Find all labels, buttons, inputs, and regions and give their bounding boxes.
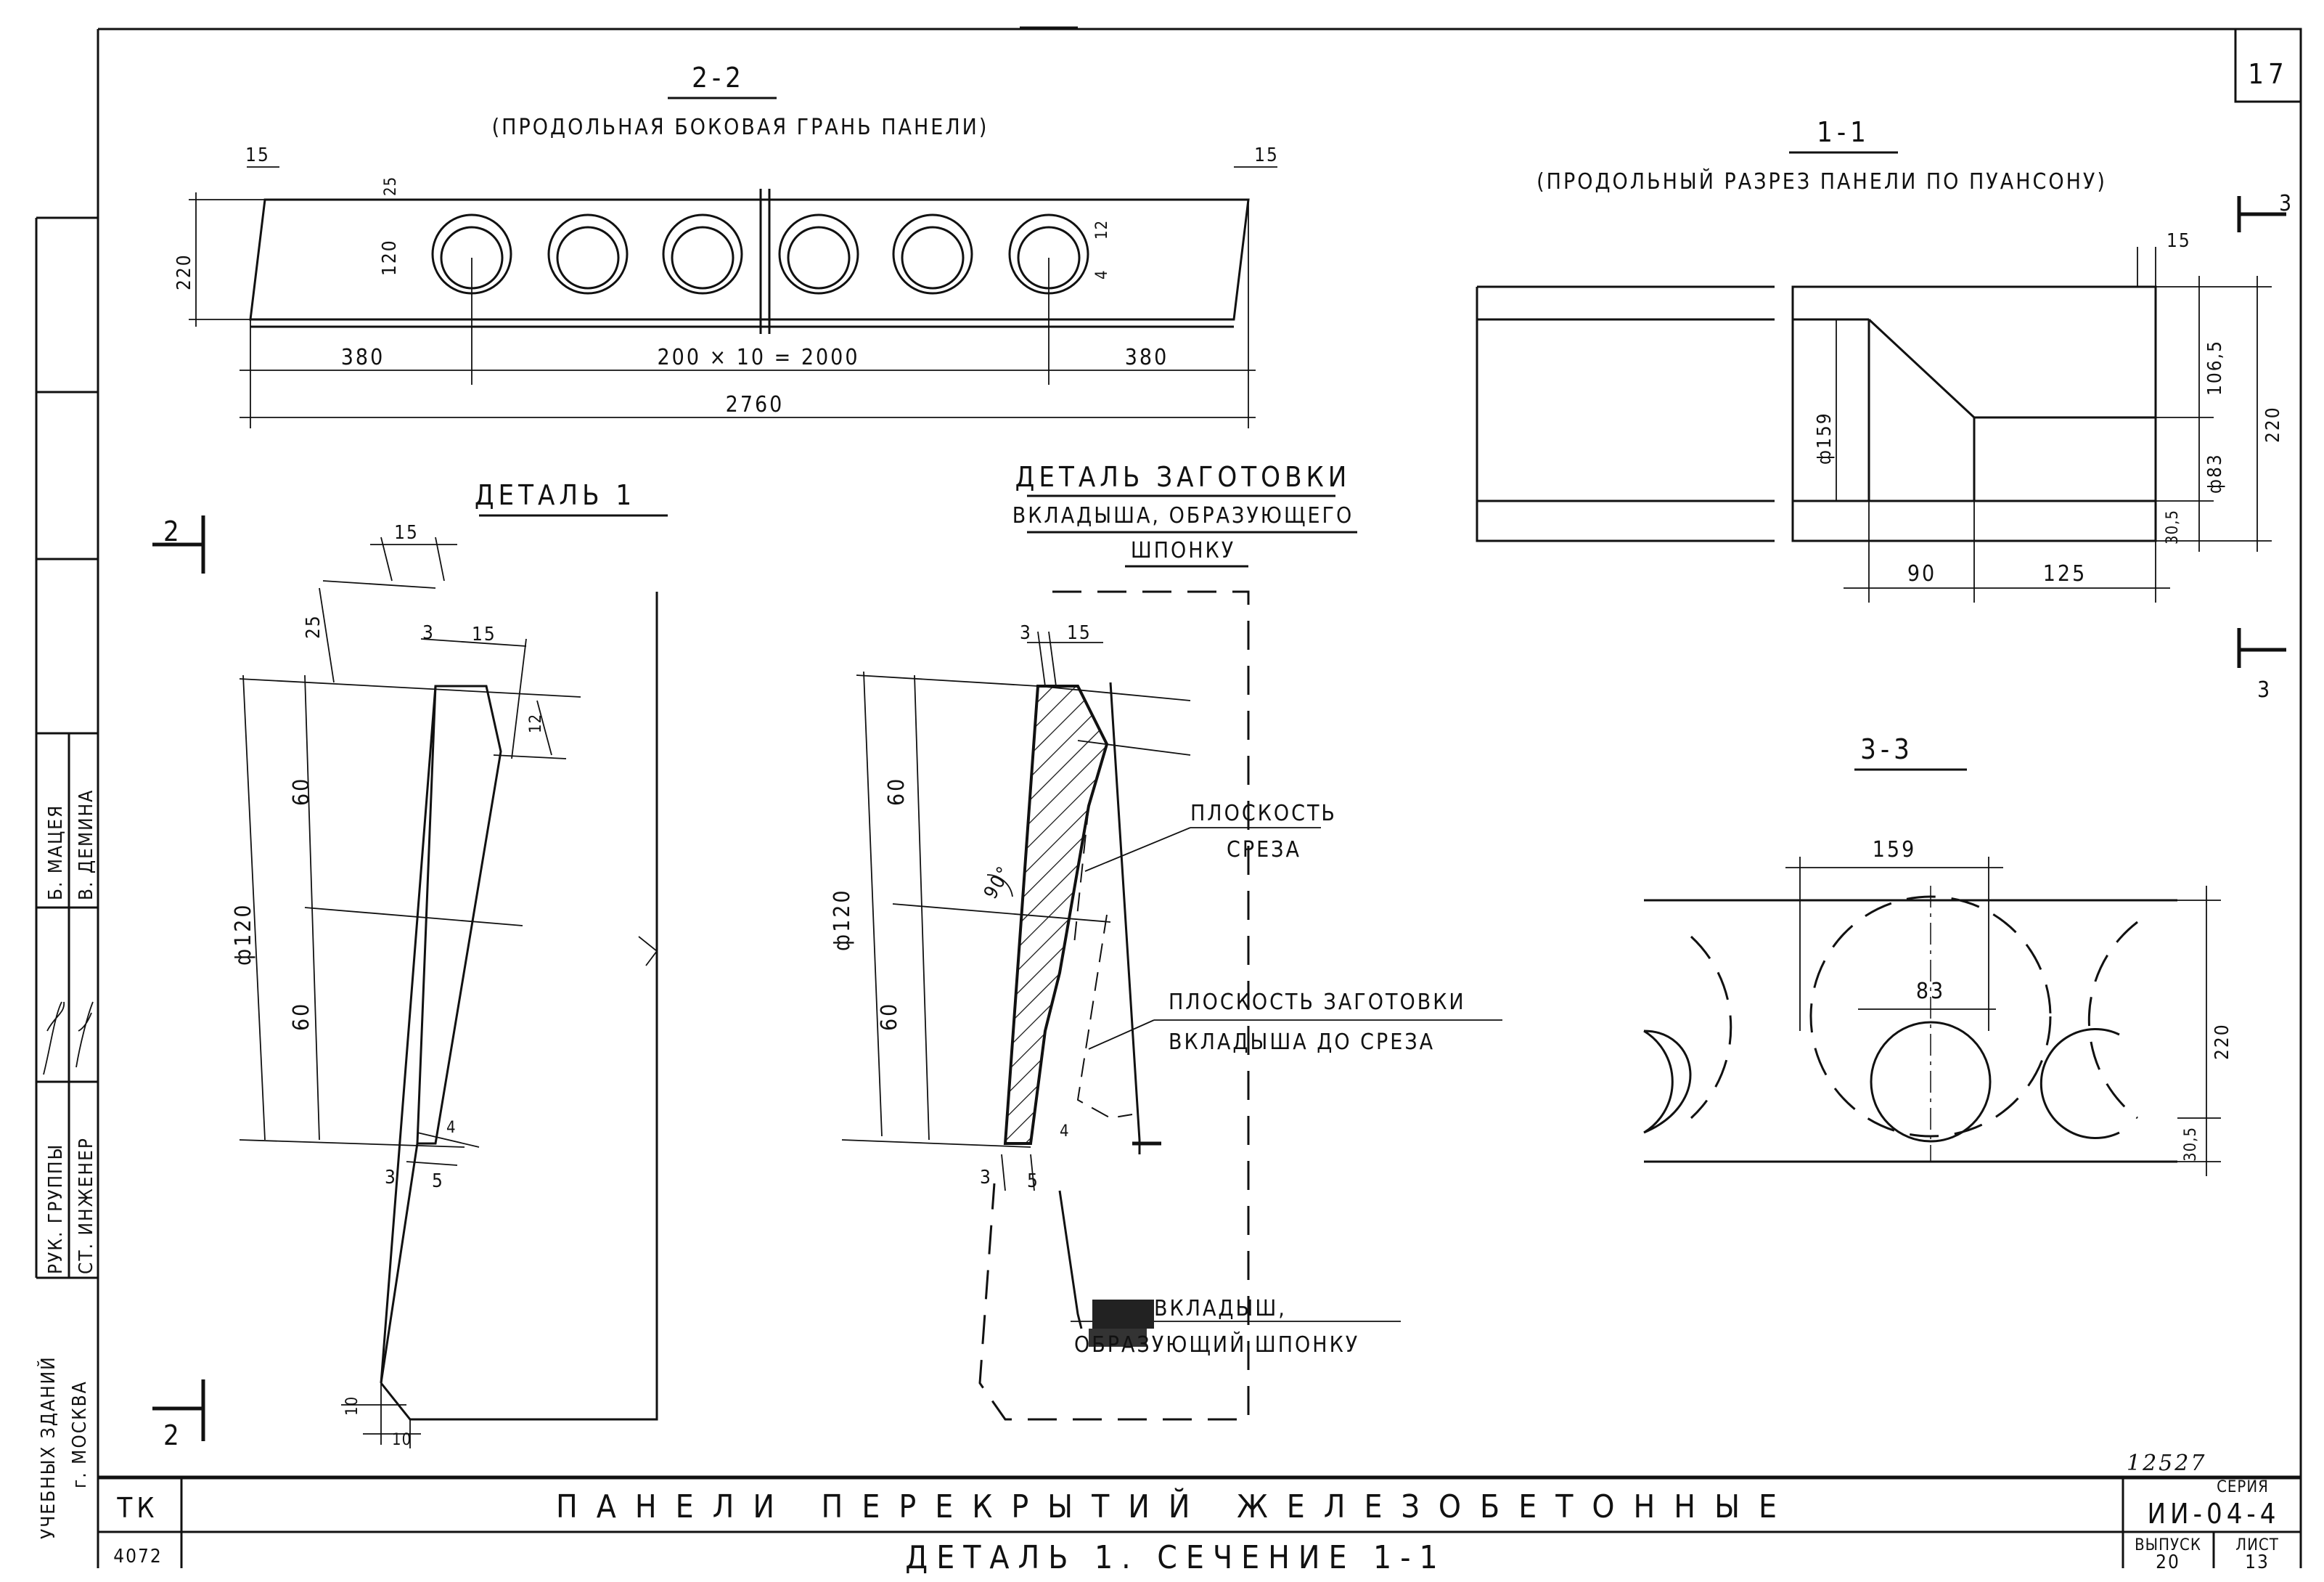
stamp-org2: г. МОСКВА: [69, 1380, 91, 1488]
s22-dim-120: 120: [379, 239, 401, 276]
s33-dim-220: 220: [2212, 1023, 2233, 1060]
sheet-frame: [97, 26, 2302, 1568]
section-mark-2: [152, 515, 205, 1441]
stamp-name2: В. ДЕМИНА: [75, 789, 97, 900]
s33-dim-159: 159: [1873, 837, 1917, 863]
detail1-dim-120: ф120: [231, 902, 256, 966]
blank-dim-3b: 3: [980, 1167, 992, 1188]
s11-dim-83: ф83: [2204, 453, 2226, 494]
title-block: [98, 1475, 2301, 1568]
blank-dim-60b: 60: [877, 1002, 902, 1031]
cut-mark-top: 3: [2279, 191, 2294, 216]
title-code: 4072: [113, 1546, 163, 1567]
detail1-dim-25: 25: [303, 614, 324, 639]
s33-dim-83: 83: [1916, 979, 1945, 1004]
title-subtitle: ДЕТАЛЬ 1. СЕЧЕНИЕ 1-1: [905, 1539, 1446, 1576]
detail1-dim-60a: 60: [289, 777, 314, 806]
blank-dim-15: 15: [1067, 622, 1092, 644]
s22-dim-total: 2760: [726, 392, 785, 417]
s22-dim-4: 4: [1093, 269, 1111, 280]
series-value: ИИ-04-4: [2147, 1498, 2280, 1530]
blank-dim-5: 5: [1027, 1170, 1039, 1192]
signature-2: [75, 1001, 94, 1068]
s33-title: 3-3: [1860, 733, 1914, 765]
s22-title: 2-2: [692, 62, 745, 94]
blank-note2-line2: ВКЛАДЫША ДО СРЕЗА: [1169, 1029, 1435, 1055]
blank-note3-line1: ВКЛАДЫШ,: [1154, 1296, 1287, 1321]
detail1-dim-15b: 15: [472, 624, 496, 645]
signature-1: [43, 1001, 65, 1075]
s11-dim-15: 15: [2167, 230, 2191, 252]
s11-dim-90: 90: [1907, 561, 1936, 587]
detail1-dim-3: 3: [422, 622, 435, 644]
s11-dim-159: ф159: [1814, 412, 1836, 465]
title-main: ПАНЕЛИ ПЕРЕКРЫТИЙ ЖЕЛЕЗОБЕТОННЫЕ: [556, 1487, 1796, 1525]
s22-dim-top-left: 15: [245, 144, 270, 166]
s11-dim-1065: 106,5: [2204, 340, 2226, 396]
s22-dim-right: 380: [1125, 345, 1169, 370]
detail1-dim-5: 5: [432, 1170, 444, 1192]
s11-dim-125: 125: [2043, 561, 2087, 587]
s33-dim-305: 30,5: [2182, 1127, 2200, 1162]
detail1-dim-15: 15: [394, 522, 419, 544]
s22-dim-12: 12: [1093, 220, 1111, 240]
issue-label: ВЫПУСК: [2135, 1536, 2201, 1554]
section-mark-top: 2: [163, 515, 184, 547]
sheet-label: ЛИСТ: [2235, 1536, 2279, 1554]
side-stamp: [35, 216, 98, 1279]
smudge-mark-2: [1089, 1329, 1147, 1347]
s22-panel: [189, 166, 1277, 428]
stamp-name1: Б. МАЦЕЯ: [45, 804, 67, 900]
blank-note3-line2: ОБРАЗУЮЩИЙ ШПОНКУ: [1074, 1332, 1359, 1358]
detail1-dim-10b: 10: [392, 1431, 412, 1449]
s11-subtitle: (ПРОДОЛЬНЫЙ РАЗРЕЗ ПАНЕЛИ ПО ПУАНСОНУ): [1537, 168, 2107, 195]
s11-title: 1-1: [1817, 116, 1870, 148]
detail1-drawing: [239, 537, 658, 1448]
detail1-dim-10a: 10: [343, 1396, 361, 1416]
section-mark-bottom: 2: [163, 1419, 184, 1451]
s22-dim-220: 220: [173, 253, 195, 290]
title-number: 12527: [2127, 1451, 2206, 1476]
blank-title-line2: ВКЛАДЫША, ОБРАЗУЮЩЕГО: [1012, 503, 1354, 529]
blank-note1-line1: ПЛОСКОСТЬ: [1190, 801, 1337, 826]
s22-dim-middle: 200 × 10 = 2000: [657, 345, 859, 370]
s22-dim-25: 25: [382, 176, 400, 196]
blank-title-line1: ДЕТАЛЬ ЗАГОТОВКИ: [1015, 461, 1351, 493]
s11-dim-305: 30,5: [2164, 510, 2182, 545]
series-label: СЕРИЯ: [2217, 1478, 2269, 1496]
blank-dim-90: 90°: [980, 862, 1016, 902]
blank-dim-60a: 60: [884, 777, 909, 806]
issue-value: 20: [2156, 1552, 2180, 1573]
stamp-role1: РУК. ГРУППЫ: [45, 1143, 67, 1274]
smudge-mark: [1092, 1300, 1154, 1329]
s22-dim-left: 380: [341, 345, 385, 370]
s33-section: [1643, 857, 2221, 1176]
stamp-org1: УЧЕБНЫХ ЗДАНИЙ: [36, 1355, 60, 1539]
blank-dim-4: 4: [1060, 1122, 1070, 1141]
stamp-role2: СТ. ИНЖЕНЕР: [75, 1137, 97, 1274]
blank-drawing: [841, 590, 1502, 1421]
s11-dim-220: 220: [2262, 406, 2284, 443]
sheet-number: 17: [2248, 58, 2288, 90]
hatched-insert: [1003, 685, 1109, 1145]
s11-section: [1476, 196, 2286, 668]
blank-title-line3: ШПОНКУ: [1131, 538, 1235, 563]
blank-note2-line1: ПЛОСКОСТЬ ЗАГОТОВКИ: [1169, 990, 1466, 1015]
detail1-dim-4: 4: [446, 1119, 457, 1137]
detail1-dim-3b: 3: [385, 1167, 397, 1188]
detail1-dim-60b: 60: [289, 1002, 314, 1031]
cut-mark-bottom: 3: [2257, 677, 2272, 703]
s22-dim-top-right: 15: [1254, 144, 1279, 166]
blank-dim-3: 3: [1020, 622, 1032, 644]
title-org: ТК: [116, 1492, 158, 1524]
detail1-title: ДЕТАЛЬ 1: [475, 479, 636, 511]
blank-note1-line2: СРЕЗА: [1227, 837, 1301, 863]
sheet-value: 13: [2245, 1552, 2270, 1573]
detail1-dim-12: 12: [527, 714, 545, 733]
blank-dim-120: ф120: [830, 888, 855, 951]
s22-subtitle: (ПРОДОЛЬНАЯ БОКОВАЯ ГРАНЬ ПАНЕЛИ): [492, 115, 989, 140]
